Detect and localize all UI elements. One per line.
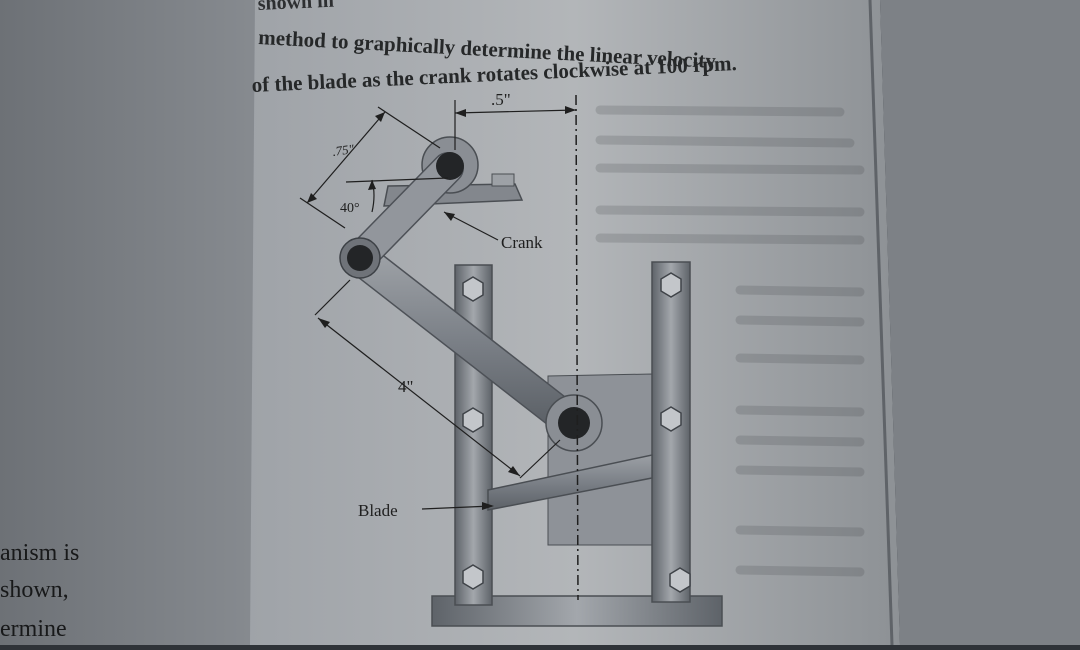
blade-leader — [421, 505, 493, 510]
dim-angle-ref — [345, 177, 449, 183]
hex-nut-right-top — [660, 272, 682, 298]
dim-angle-arrow — [368, 180, 376, 190]
dim-link-ext-top — [314, 279, 351, 316]
dim-crank-arrow-bottom — [307, 193, 317, 203]
dim-crank-label: .75" — [331, 141, 355, 159]
dim-crank-arrow-top — [375, 112, 385, 122]
hex-nut-left-bottom — [462, 564, 484, 590]
crank-leader-arrow — [444, 212, 455, 221]
blade — [487, 454, 653, 511]
dim-horizontal-label: .5" — [491, 90, 511, 109]
left-fragment-1: shown, — [0, 577, 69, 603]
left-fragment-0: anism is — [0, 540, 79, 566]
dim-horizontal-line — [454, 109, 577, 114]
hex-nut-right-bottom — [669, 567, 691, 593]
left-page-text: anism is shown, ermine — [0, 540, 79, 642]
dim-crank-line — [306, 111, 386, 204]
crank-link-pin — [347, 245, 373, 271]
crank-arm — [345, 153, 463, 273]
dim-link-label: 4" — [398, 377, 413, 396]
right-post — [651, 261, 691, 603]
crank-label: Crank — [501, 233, 543, 252]
blade-leader-arrow — [482, 502, 494, 510]
dim-angle-label: 40° — [340, 201, 360, 216]
dim-link-arrow-bottom — [508, 466, 520, 476]
page-stack — [880, 0, 1080, 645]
coupler-link — [344, 242, 588, 439]
dim-link-arrow-top — [318, 318, 330, 328]
left-fragment-2: ermine — [0, 616, 67, 642]
bracket-bolt — [491, 173, 515, 187]
dim-crank-ext-top — [377, 106, 441, 149]
text-line-0: shown in — [257, 0, 334, 15]
hex-nut-left-mid — [462, 407, 484, 433]
dim-horizontal-arrow-left — [455, 109, 466, 117]
hex-nuts — [462, 272, 691, 593]
dim-link-ext-bottom — [519, 439, 561, 479]
dim-link-line — [317, 317, 521, 477]
dim-horizontal-arrow-right — [565, 106, 576, 114]
right-page — [250, 0, 900, 645]
left-page — [0, 0, 300, 645]
centerline — [575, 94, 579, 601]
hex-nut-left-top — [462, 276, 484, 302]
mechanism-figure: .5" .75" 40° 4" Crank Blade — [299, 90, 723, 627]
blade-joint-pin — [558, 407, 590, 439]
crank-pivot-pin — [436, 152, 464, 180]
blade-label: Blade — [358, 501, 398, 520]
page-edge — [868, 0, 894, 646]
bleed-through-lines — [595, 105, 865, 577]
hex-nut-right-mid — [660, 406, 682, 432]
